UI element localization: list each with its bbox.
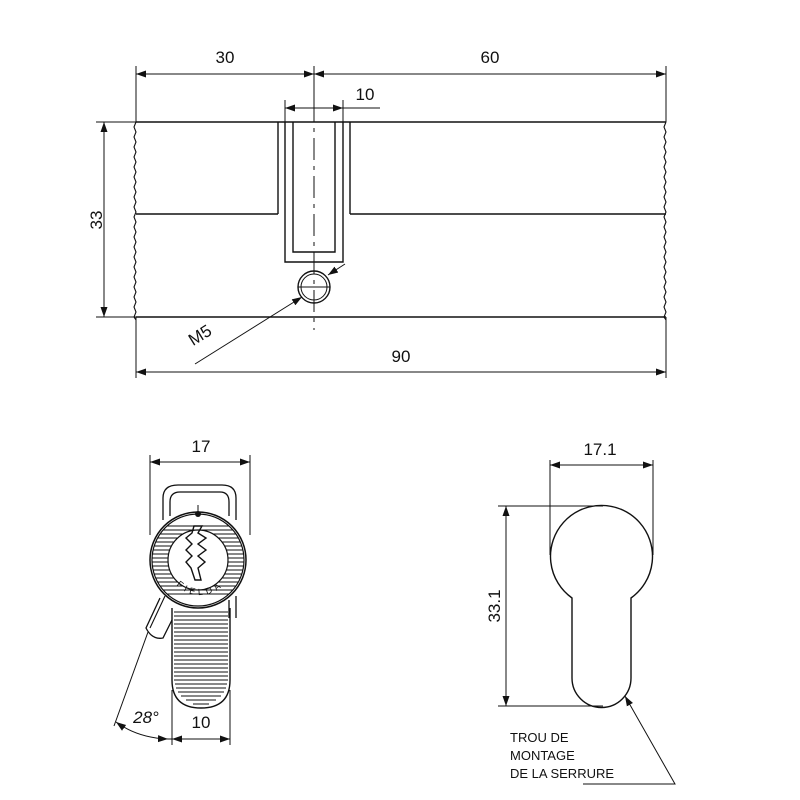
side-view: FIELDA xyxy=(113,437,251,745)
cutout-note-line-3: DE LA SERRURE xyxy=(510,766,614,781)
dim-height: 33 xyxy=(87,121,136,318)
dim-left-length: 30 xyxy=(135,48,315,122)
dim-total-length-label: 90 xyxy=(392,347,411,366)
cutout-note-line-1: TROU DE xyxy=(510,730,569,745)
dim-side-width-label: 17 xyxy=(192,437,211,456)
dim-cutout-height: 33.1 xyxy=(485,505,603,707)
dim-cam-angle-label: 28° xyxy=(132,708,159,727)
cutout-view: 17.1 33.1 TROU DE MONTAGE DE LA SERRURE xyxy=(485,440,676,785)
keyway xyxy=(184,525,208,581)
dim-cam-width: 10 xyxy=(284,85,380,122)
cutout-note-line-2: MONTAGE xyxy=(510,748,575,763)
dim-cam-width-label: 10 xyxy=(356,85,375,104)
dim-right-length-label: 60 xyxy=(481,48,500,67)
cam-slot xyxy=(277,100,351,330)
dim-height-label: 33 xyxy=(87,211,106,230)
front-view: 30 60 10 33 M5 xyxy=(87,48,667,378)
dim-screw-thread: M5 xyxy=(185,263,346,365)
dim-side-width: 17 xyxy=(149,437,251,535)
cam xyxy=(145,595,231,709)
dim-left-length-label: 30 xyxy=(216,48,235,67)
cylinder-body xyxy=(133,121,667,321)
dim-cutout-width-label: 17.1 xyxy=(583,440,616,459)
dim-screw-thread-label: M5 xyxy=(185,321,215,350)
dim-cutout-height-label: 33.1 xyxy=(485,589,504,622)
dim-total-length: 90 xyxy=(135,317,667,378)
dim-cam-angle: 28° xyxy=(113,631,172,743)
dim-side-cam-width: 10 xyxy=(171,690,231,745)
cam-bracket xyxy=(162,484,237,520)
screw-hole xyxy=(297,270,331,304)
cutout-note: TROU DE MONTAGE DE LA SERRURE xyxy=(510,695,676,785)
dim-side-cam-width-label: 10 xyxy=(192,713,211,732)
dim-right-length: 60 xyxy=(314,48,667,122)
dim-cutout-width: 17.1 xyxy=(549,440,654,555)
lock-cutout-outline xyxy=(549,504,654,709)
cylinder-face: FIELDA xyxy=(149,505,247,609)
